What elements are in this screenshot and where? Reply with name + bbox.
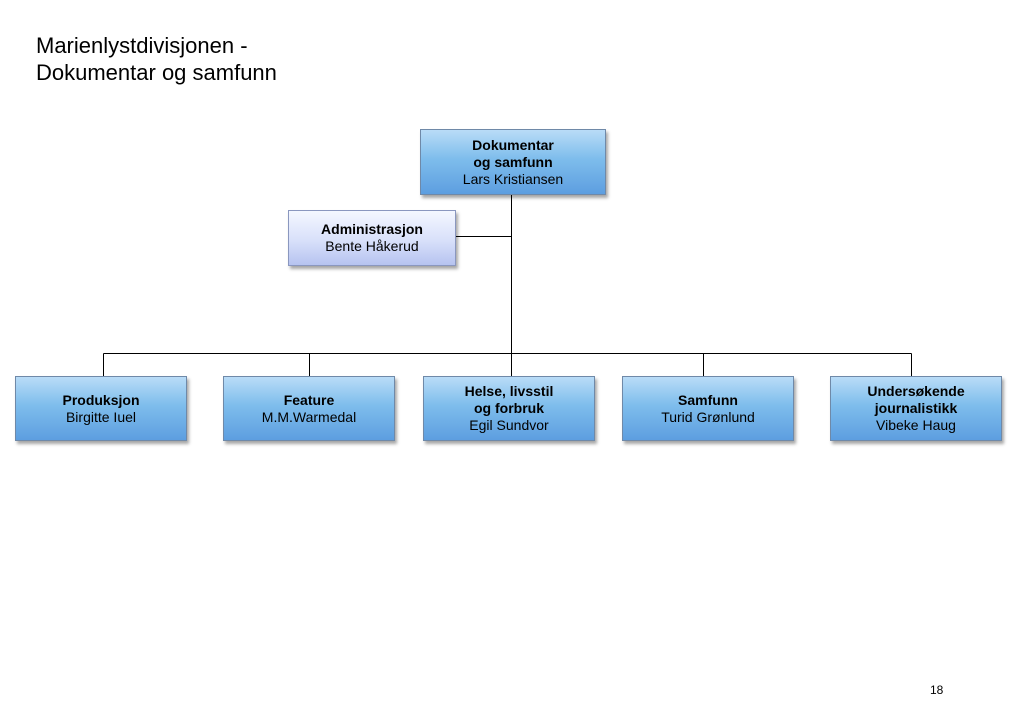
org-box-helse-livsstil-og-forbruk: Helse, livsstil og forbruk Egil Sundvor [423, 376, 595, 441]
org-box-produksjon: Produksjon Birgitte Iuel [15, 376, 187, 441]
slide-title: Marienlystdivisjonen - Dokumentar og sam… [36, 32, 277, 86]
slide-title-line-1: Marienlystdivisjonen - [36, 33, 248, 58]
org-box-title: Produksjon [62, 391, 140, 408]
org-box-title-line-2: og forbruk [474, 400, 544, 416]
org-box-title: Dokumentar [472, 136, 554, 153]
org-box-person: Turid Grønlund [661, 408, 755, 425]
org-box-person: Egil Sundvor [469, 417, 549, 433]
org-box-person: Birgitte Iuel [65, 408, 137, 425]
page-number: 18 [930, 683, 944, 697]
org-box-title-line-2: og samfunn [473, 153, 553, 170]
org-box-person: Bente Håkerud [325, 238, 419, 254]
org-box-title: Helse, livsstil [464, 383, 554, 399]
org-box-person: Lars Kristiansen [462, 170, 564, 187]
org-box-title: Samfunn [678, 391, 738, 408]
org-box-title: Feature [283, 391, 335, 408]
org-box-person: M.M.Warmedal [261, 408, 357, 425]
slide-title-line-2: Dokumentar og samfunn [36, 60, 277, 85]
org-box-samfunn: Samfunn Turid Grønlund [622, 376, 794, 441]
org-box-title-line-2: journalistikk [874, 400, 958, 416]
org-box-title: Administrasjon [321, 221, 423, 237]
org-box-person: Vibeke Haug [876, 417, 956, 433]
org-box-title: Undersøkende [867, 383, 965, 399]
org-box-administrasjon: Administrasjon Bente Håkerud [288, 210, 456, 266]
org-box-feature: Feature M.M.Warmedal [223, 376, 395, 441]
org-box-undersokende-journalistikk: Undersøkende journalistikk Vibeke Haug [830, 376, 1002, 441]
org-box-dokumentar-og-samfunn: Dokumentar og samfunn Lars Kristiansen [420, 129, 606, 195]
